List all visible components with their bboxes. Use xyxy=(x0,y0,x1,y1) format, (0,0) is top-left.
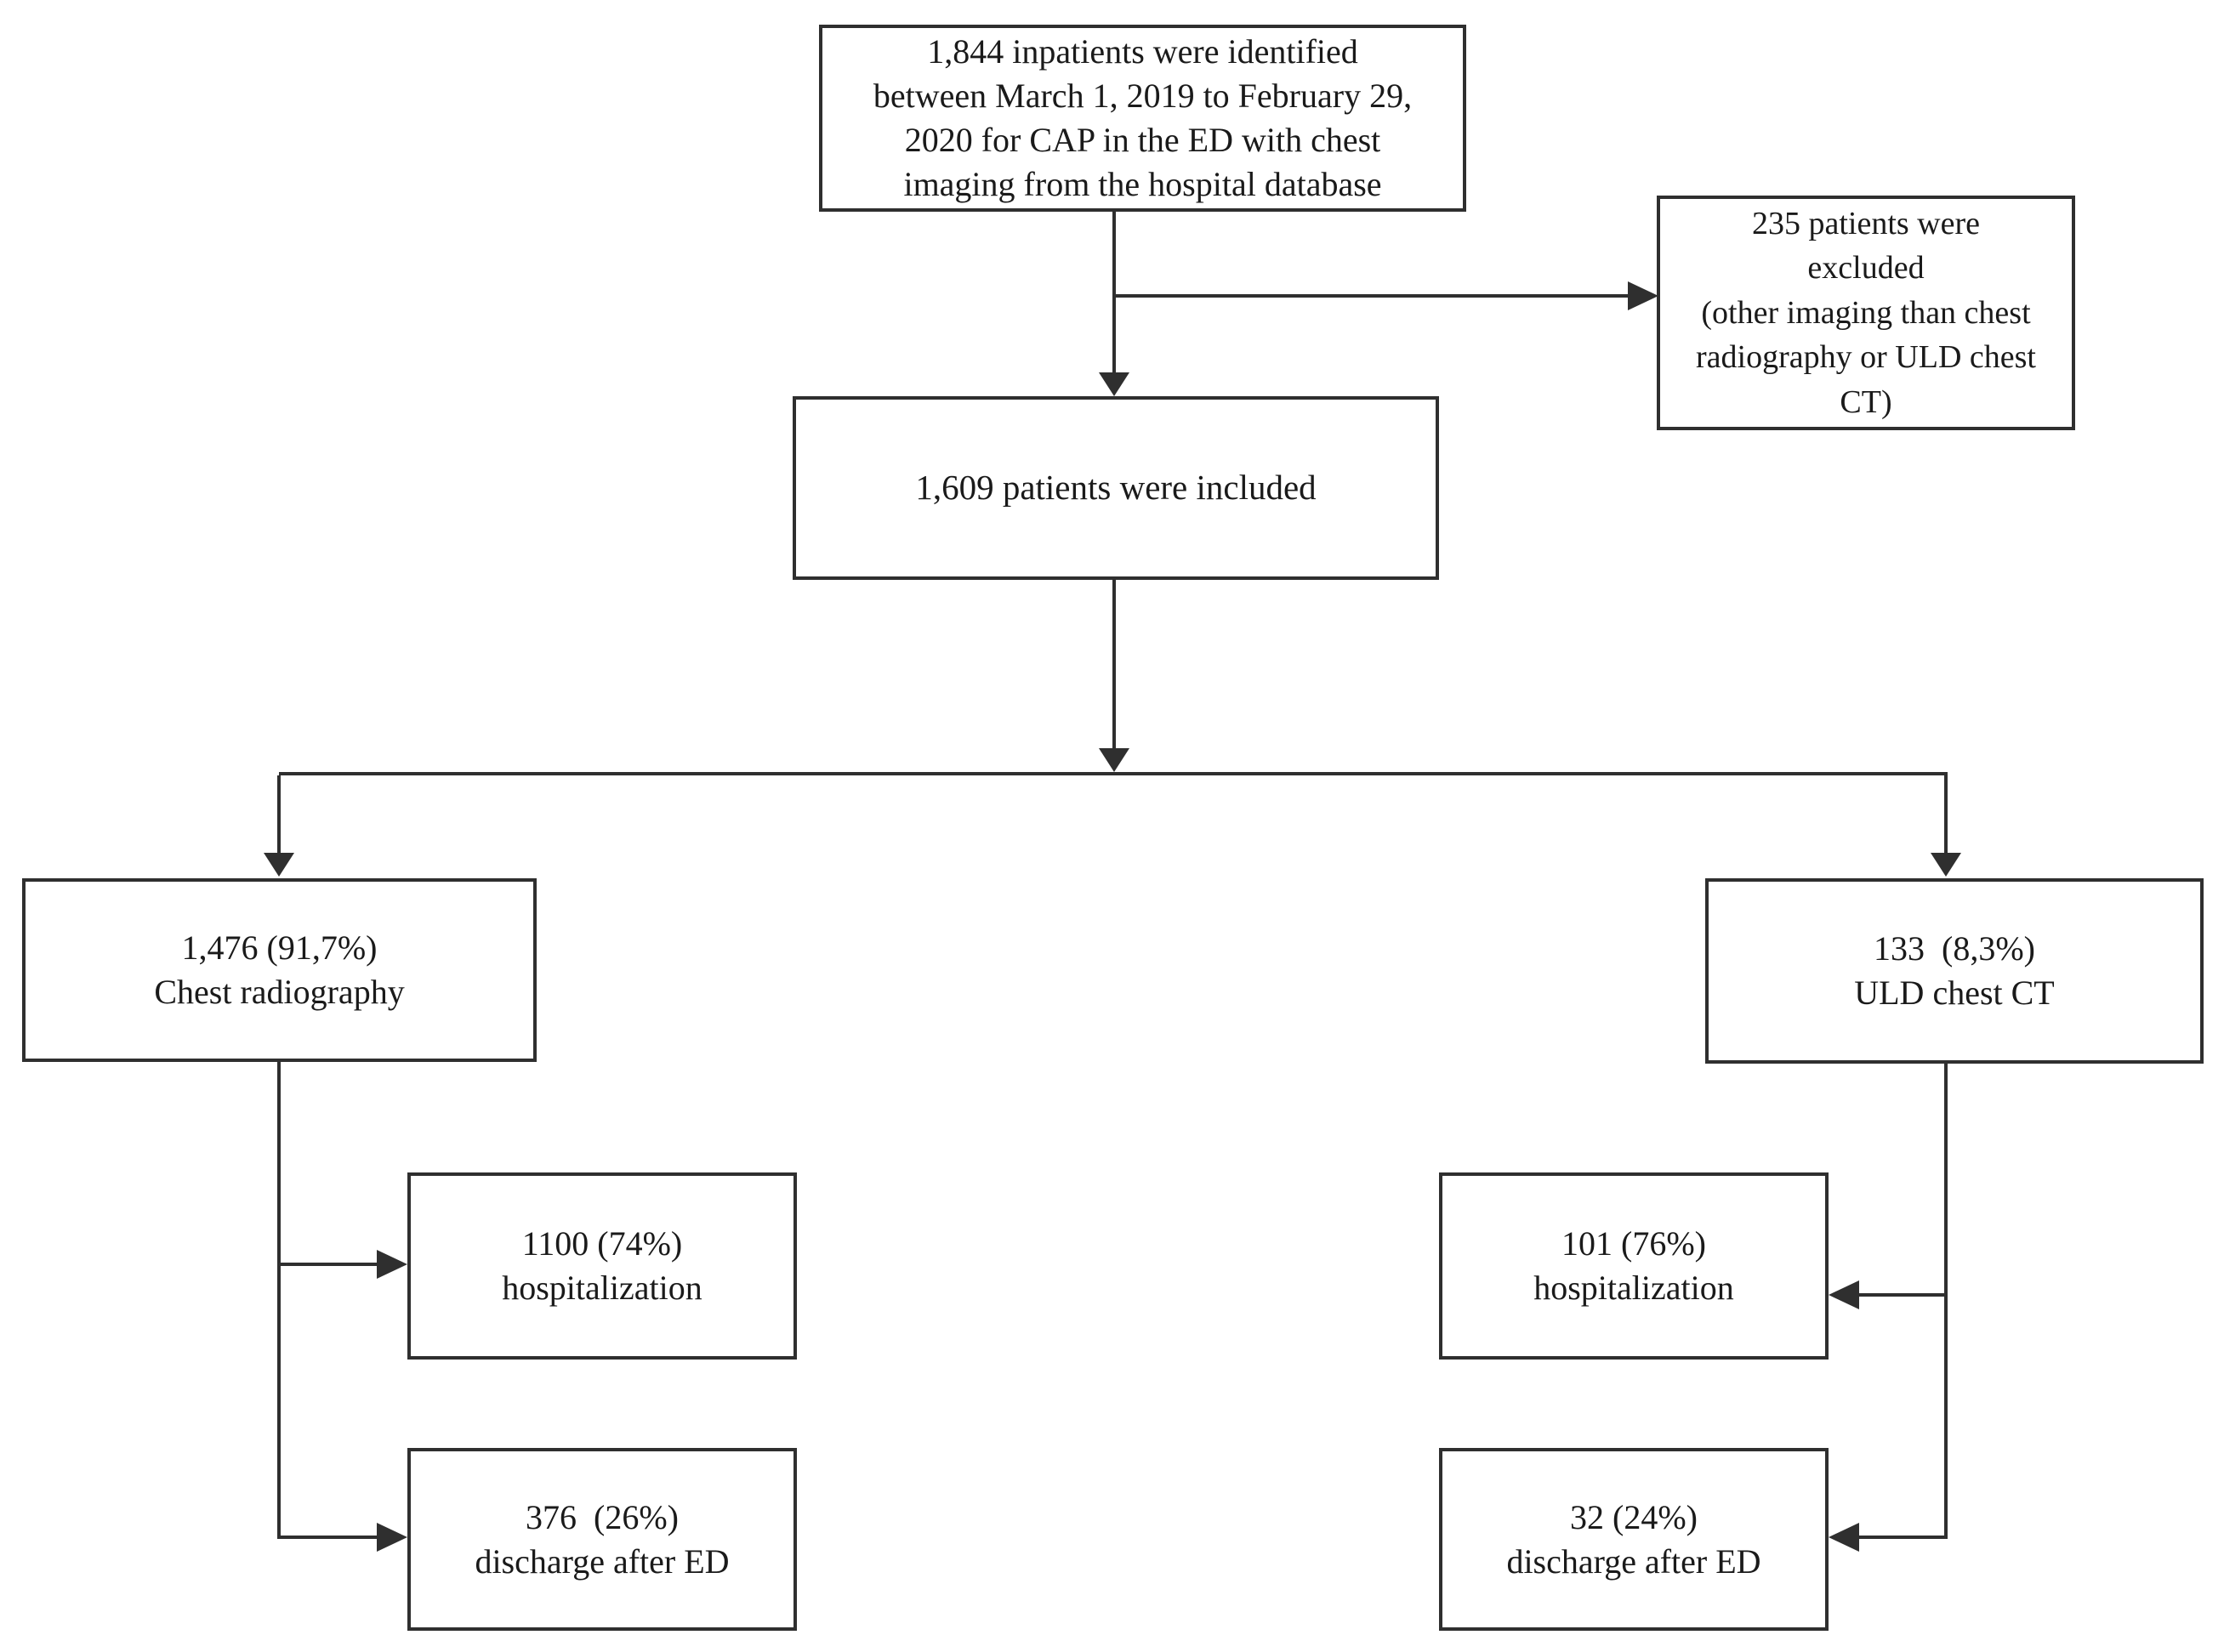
node-chest-radiography-label: 1,476 (91,7%) Chest radiography xyxy=(154,928,405,1011)
node-included-patients: 1,609 patients were included xyxy=(793,396,1439,580)
node-ct-discharge: 32 (24%) discharge after ED xyxy=(1439,1448,1829,1631)
arrowhead-left-icon xyxy=(1829,1280,1859,1309)
connector-ct-to-hospitalization-line xyxy=(1859,1293,1946,1297)
node-excluded-patients-label: 235 patients were excluded (other imagin… xyxy=(1696,205,2036,420)
node-xray-hospitalization: 1100 (74%) hospitalization xyxy=(407,1172,797,1360)
connector-split-to-radiography-line xyxy=(277,775,281,853)
node-uld-chest-ct-label: 133 (8,3%) ULD chest CT xyxy=(1854,929,2055,1012)
arrowhead-left-icon xyxy=(1829,1523,1859,1552)
connector-ct-to-discharge-line xyxy=(1859,1536,1946,1539)
node-identified-patients: 1,844 inpatients were identified between… xyxy=(819,25,1466,212)
connector-ct-branch-line xyxy=(1944,1064,1948,1539)
connector-radiography-to-hospitalization-line xyxy=(279,1263,377,1266)
node-chest-radiography: 1,476 (91,7%) Chest radiography xyxy=(22,878,537,1062)
node-ct-discharge-label: 32 (24%) discharge after ED xyxy=(1506,1497,1761,1581)
node-identified-patients-label: 1,844 inpatients were identified between… xyxy=(873,32,1413,203)
node-xray-discharge-label: 376 (26%) discharge after ED xyxy=(475,1497,730,1581)
arrowhead-down-icon xyxy=(1931,853,1961,877)
connector-radiography-to-discharge-line xyxy=(279,1536,377,1539)
arrowhead-down-icon xyxy=(1099,748,1129,772)
arrowhead-down-icon xyxy=(264,853,294,877)
connector-split-bar-line xyxy=(279,772,1948,775)
connector-included-to-split-line xyxy=(1112,580,1116,748)
node-uld-chest-ct: 133 (8,3%) ULD chest CT xyxy=(1705,878,2204,1064)
node-ct-hospitalization-label: 101 (76%) hospitalization xyxy=(1533,1224,1734,1307)
arrowhead-right-icon xyxy=(377,1250,407,1279)
connector-radiography-branch-line xyxy=(277,1062,281,1539)
arrowhead-down-icon xyxy=(1099,372,1129,396)
arrowhead-right-icon xyxy=(377,1523,407,1552)
node-xray-hospitalization-label: 1100 (74%) hospitalization xyxy=(502,1224,702,1307)
node-excluded-patients: 235 patients were excluded (other imagin… xyxy=(1657,196,2075,430)
node-included-patients-label: 1,609 patients were included xyxy=(915,468,1317,508)
node-xray-discharge: 376 (26%) discharge after ED xyxy=(407,1448,797,1631)
node-ct-hospitalization: 101 (76%) hospitalization xyxy=(1439,1172,1829,1360)
connector-split-to-ct-line xyxy=(1944,775,1948,853)
connector-identified-to-included-line xyxy=(1112,212,1116,372)
arrowhead-right-icon xyxy=(1628,281,1658,310)
connector-identified-to-excluded-line xyxy=(1112,294,1628,298)
